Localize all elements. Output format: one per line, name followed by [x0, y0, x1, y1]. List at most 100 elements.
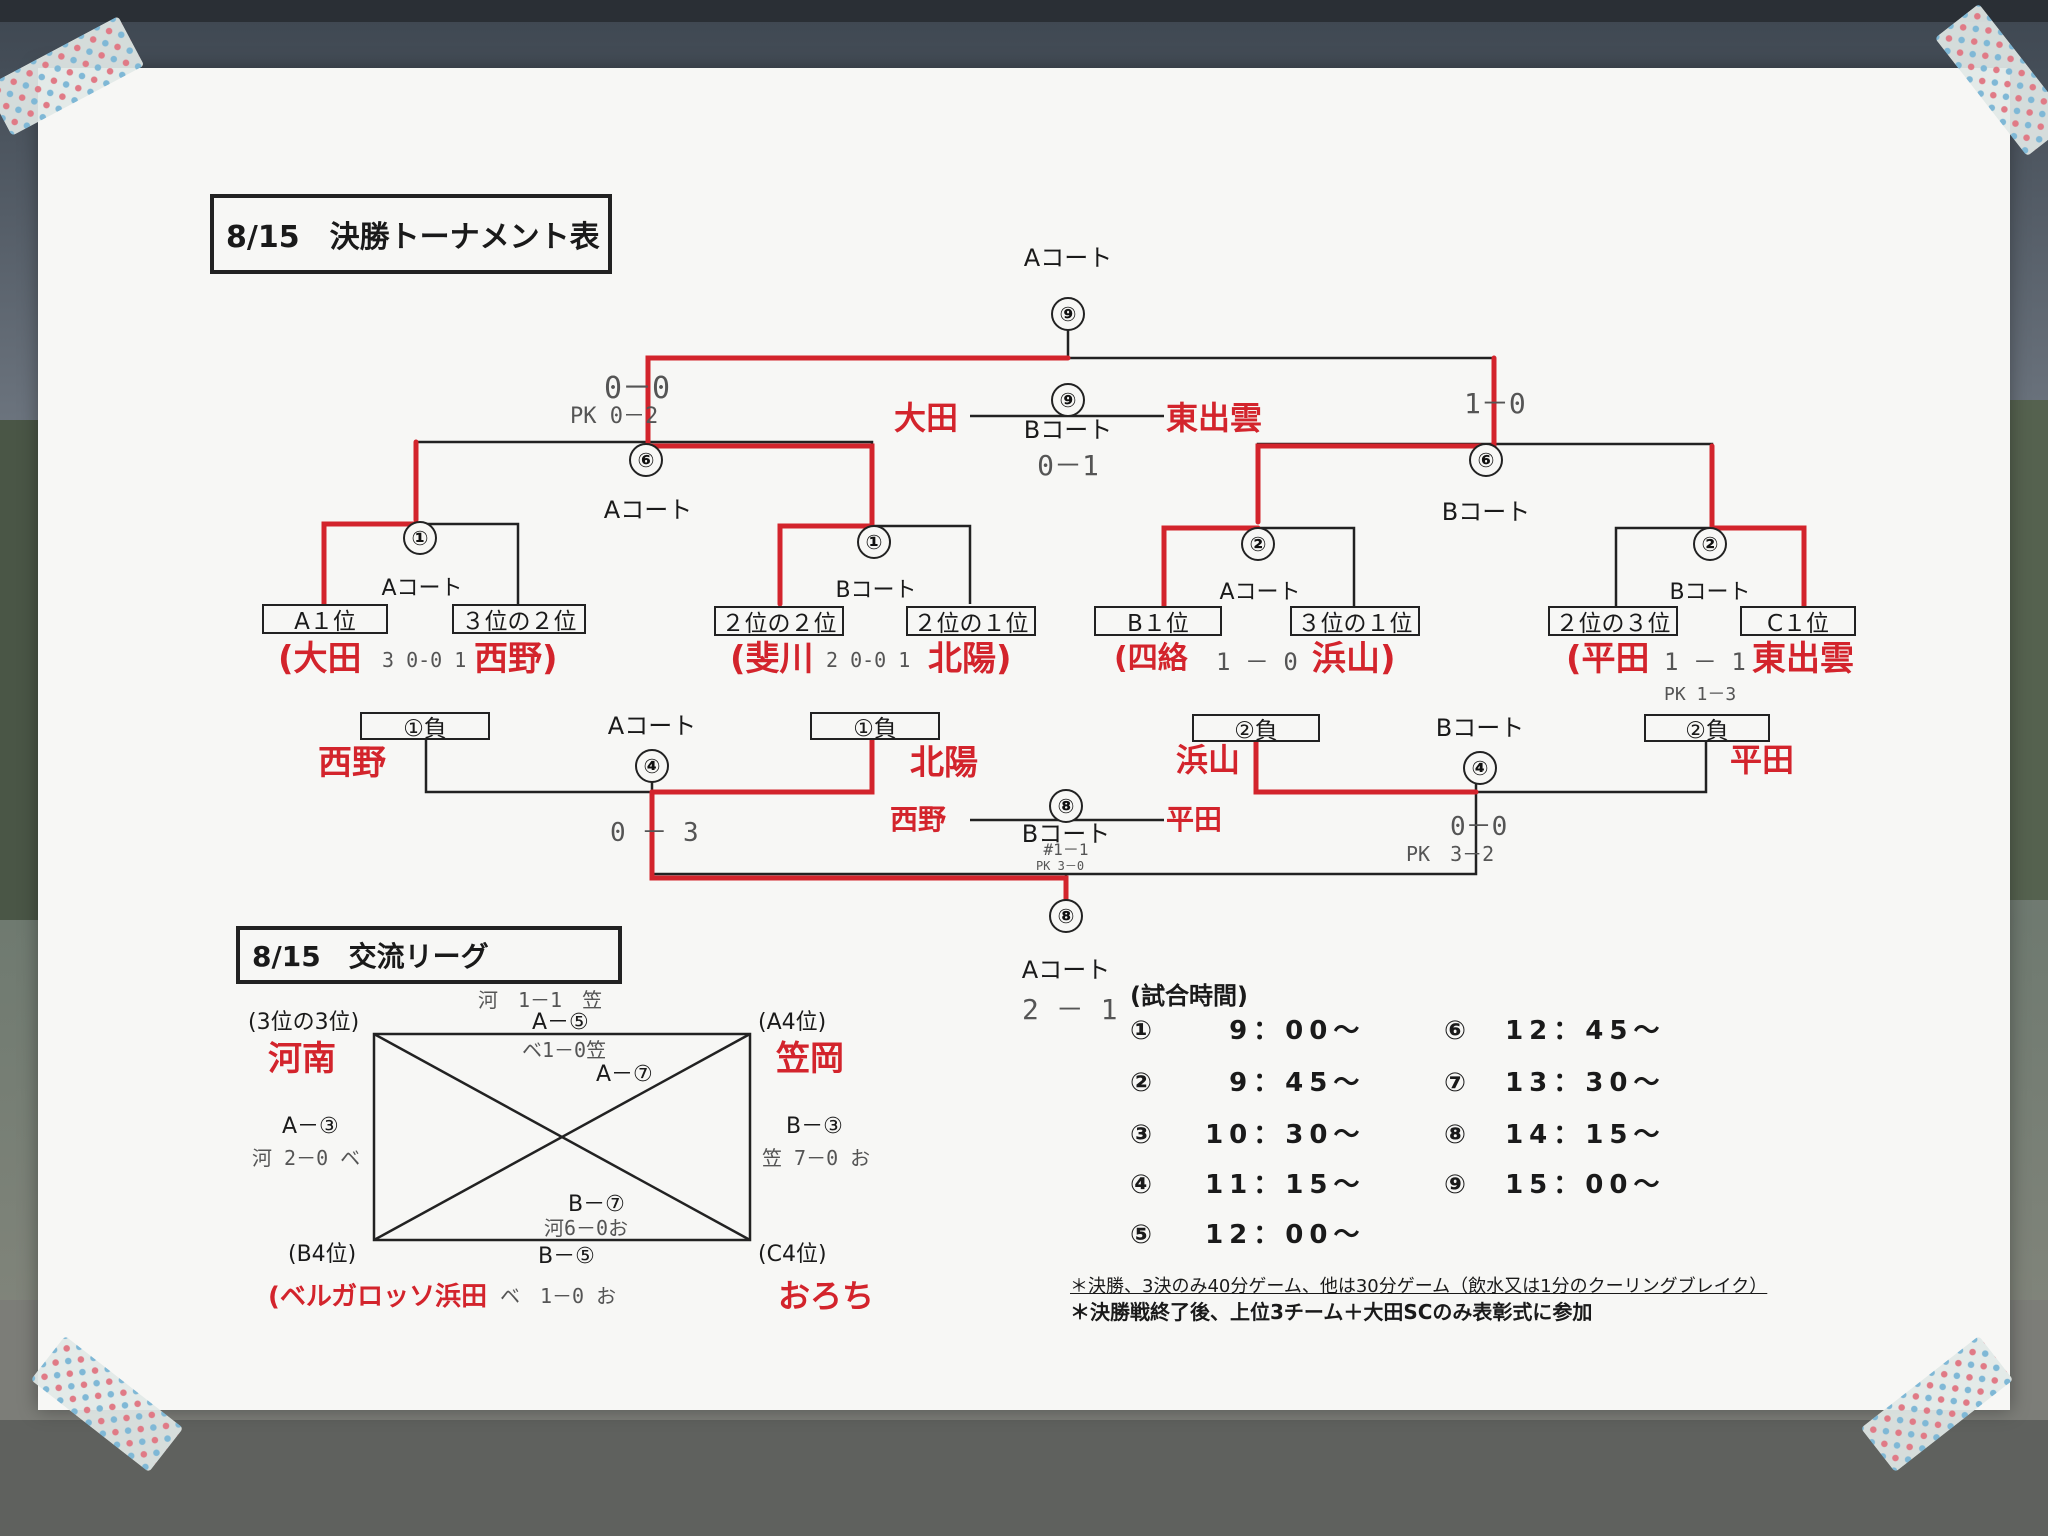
schedule-row-4: ④ 11：15～	[1130, 1164, 1365, 1201]
consolation-left-slot-left: ①負	[360, 712, 490, 742]
schedule-row-5-num: ⑤	[1130, 1220, 1159, 1250]
league-rank-bottom-right: (C4位)	[758, 1242, 827, 1267]
fifth-place-team-right: 平田	[1166, 803, 1223, 836]
r1-match-1-court: Aコート	[381, 576, 463, 601]
r1-match-4-number: ②	[1693, 527, 1727, 561]
league-match-right-code: B－③	[786, 1114, 843, 1139]
league-match-bottom-code: B－⑤	[538, 1244, 595, 1269]
schedule-note-1: ＊決勝、3決のみ40分ゲーム、他は30分ゲーム（飲水又は1分のクーリングブレイク…	[1070, 1276, 1768, 1297]
third-place-team-right: 東出雲	[1166, 399, 1263, 437]
consolation-right-team-right: 平田	[1730, 741, 1795, 779]
semi-right-court: Bコート	[1441, 498, 1531, 526]
schedule-row-2-num: ②	[1130, 1068, 1159, 1098]
schedule-row-9-time: 15：00～	[1505, 1170, 1666, 1200]
league-match-right-result: 笠 7－0 お	[762, 1146, 871, 1170]
schedule-row-7-num: ⑦	[1444, 1068, 1473, 1098]
schedule-row-2: ② 9：45～	[1130, 1062, 1365, 1099]
league-team-top-right: 笠岡	[776, 1039, 844, 1079]
league-match-top-code: A－⑤	[532, 1010, 589, 1035]
final-pk-left: PK 0－2	[570, 404, 659, 429]
r1-match-2-slot-left: ２位の２位	[714, 606, 844, 637]
r1-match-1-score: 3 0-0 1	[382, 648, 467, 672]
r1-match-1-number: ①	[403, 521, 437, 555]
r1-match-1-team-right: 西野)	[474, 639, 558, 679]
consolation-right-pk: PK 3－2	[1406, 842, 1495, 866]
schedule-row-9-num: ⑨	[1444, 1170, 1473, 1200]
r1-match-2-slot-right: ２位の１位	[906, 606, 1036, 637]
r1-match-3-team-left: (四絡	[1114, 641, 1188, 676]
third-place-score: 0－1	[1037, 449, 1099, 482]
fifth-place-pk: PK 3－0	[1035, 859, 1085, 873]
r1-match-3-slot-right: ３位の１位	[1290, 606, 1420, 637]
consolation-left-court: Aコート	[607, 712, 697, 740]
league-match-left-result: 河 2－0 ベ	[252, 1146, 361, 1170]
r1-match-4-court: Bコート	[1669, 580, 1751, 605]
r1-match-4-pk: PK 1－3	[1664, 684, 1737, 705]
consolation-right-court: Bコート	[1435, 714, 1525, 742]
final-score-left: 0－0	[604, 371, 671, 406]
r1-match-2-score: 2 0-0 1	[826, 648, 911, 672]
final-court: Aコート	[1023, 244, 1113, 272]
schedule-row-8: ⑧ 14：15～	[1444, 1114, 1665, 1151]
consolation-right-score: 0－0	[1450, 812, 1508, 842]
league-match-center-result: 河6－0お	[544, 1216, 629, 1240]
league-rank-bottom-left: (B4位)	[288, 1242, 357, 1267]
schedule-row-4-num: ④	[1130, 1170, 1159, 1200]
schedule-row-7: ⑦ 13：30～	[1444, 1062, 1665, 1099]
schedule-row-6-time: 12：45～	[1505, 1016, 1666, 1046]
r1-match-4-slot-right: C１位	[1740, 606, 1856, 637]
r1-match-3-slot-left: B１位	[1094, 606, 1222, 637]
fifth-place-match-number: ⑧	[1049, 789, 1083, 823]
r1-match-2-team-right: 北陽)	[928, 639, 1012, 679]
fifth-place-score: #1－1	[1043, 840, 1089, 859]
schedule-row-5-time: 12：00～	[1205, 1220, 1366, 1250]
league-match-center-code: B－⑦	[568, 1192, 625, 1217]
r1-match-1-team-left: (大田	[278, 639, 362, 679]
r1-match-1-slot-right: ３位の２位	[452, 604, 586, 635]
schedule-row-6-num: ⑥	[1444, 1016, 1473, 1046]
league-match-bottom-result: ベ 1－0 お	[500, 1284, 617, 1308]
consolation-right-slot-right: ②負	[1644, 714, 1770, 744]
fifth-place-team-left: 西野	[890, 803, 947, 836]
league-match-left-code: A－③	[282, 1114, 339, 1139]
schedule-row-8-time: 14：15～	[1505, 1120, 1666, 1150]
schedule-row-9: ⑨ 15：00～	[1444, 1164, 1665, 1201]
consolation-left-score: 0 － 3	[610, 818, 699, 848]
r1-match-4-score: 1 － 1	[1664, 648, 1746, 676]
semi-right-match-number: ⑥	[1469, 443, 1503, 477]
schedule-row-1: ① 9：00～	[1130, 1010, 1365, 1047]
league-title: 8/15 交流リーグ	[236, 926, 622, 984]
r1-match-3-score: 1 － 0	[1216, 648, 1298, 676]
r1-match-2-team-left: (斐川	[730, 639, 814, 679]
r1-match-3-court: Aコート	[1219, 580, 1301, 605]
final-score-right: 1－0	[1464, 387, 1526, 420]
schedule-row-7-time: 13：30～	[1505, 1068, 1666, 1098]
r1-match-2-court: Bコート	[835, 578, 917, 603]
third-place-court: Bコート	[1023, 416, 1113, 444]
schedule-row-2-time: 9：45～	[1229, 1068, 1366, 1098]
league-match-diag-code: A－⑦	[596, 1062, 653, 1087]
r1-match-3-number: ②	[1241, 527, 1275, 561]
bottom-final-score: 2 － 1	[1022, 993, 1118, 1026]
consolation-right-match-number: ④	[1463, 751, 1497, 785]
tournament-title: 8/15 決勝トーナメント表	[210, 194, 612, 274]
semi-left-match-number: ⑥	[629, 443, 663, 477]
fifth-place-court: Bコート	[1021, 820, 1111, 848]
r1-match-4-team-right: 東出雲	[1752, 639, 1854, 679]
schedule-row-1-num: ①	[1130, 1016, 1159, 1046]
r1-match-4-slot-left: ２位の３位	[1548, 606, 1678, 637]
r1-match-2-number: ①	[857, 525, 891, 559]
bottom-final-court: Aコート	[1021, 956, 1111, 984]
schedule-row-1-time: 9：00～	[1229, 1016, 1366, 1046]
league-team-bottom-left: (ベルガロッソ浜田	[268, 1282, 488, 1312]
r1-match-1-slot-left: A１位	[262, 604, 388, 635]
schedule-row-3-num: ③	[1130, 1120, 1159, 1150]
league-match-top-result: 河 1－1 笠	[478, 988, 603, 1012]
schedule-note-2: ＊決勝戦終了後、上位3チーム＋大田SCのみ表彰式に参加	[1070, 1300, 1593, 1324]
schedule-row-5: ⑤ 12：00～	[1130, 1214, 1365, 1251]
bottom-final-match-number: ⑧	[1049, 899, 1083, 933]
schedule-row-8-num: ⑧	[1444, 1120, 1473, 1150]
schedule-row-3-time: 10：30～	[1205, 1120, 1366, 1150]
consolation-left-match-number: ④	[635, 749, 669, 783]
